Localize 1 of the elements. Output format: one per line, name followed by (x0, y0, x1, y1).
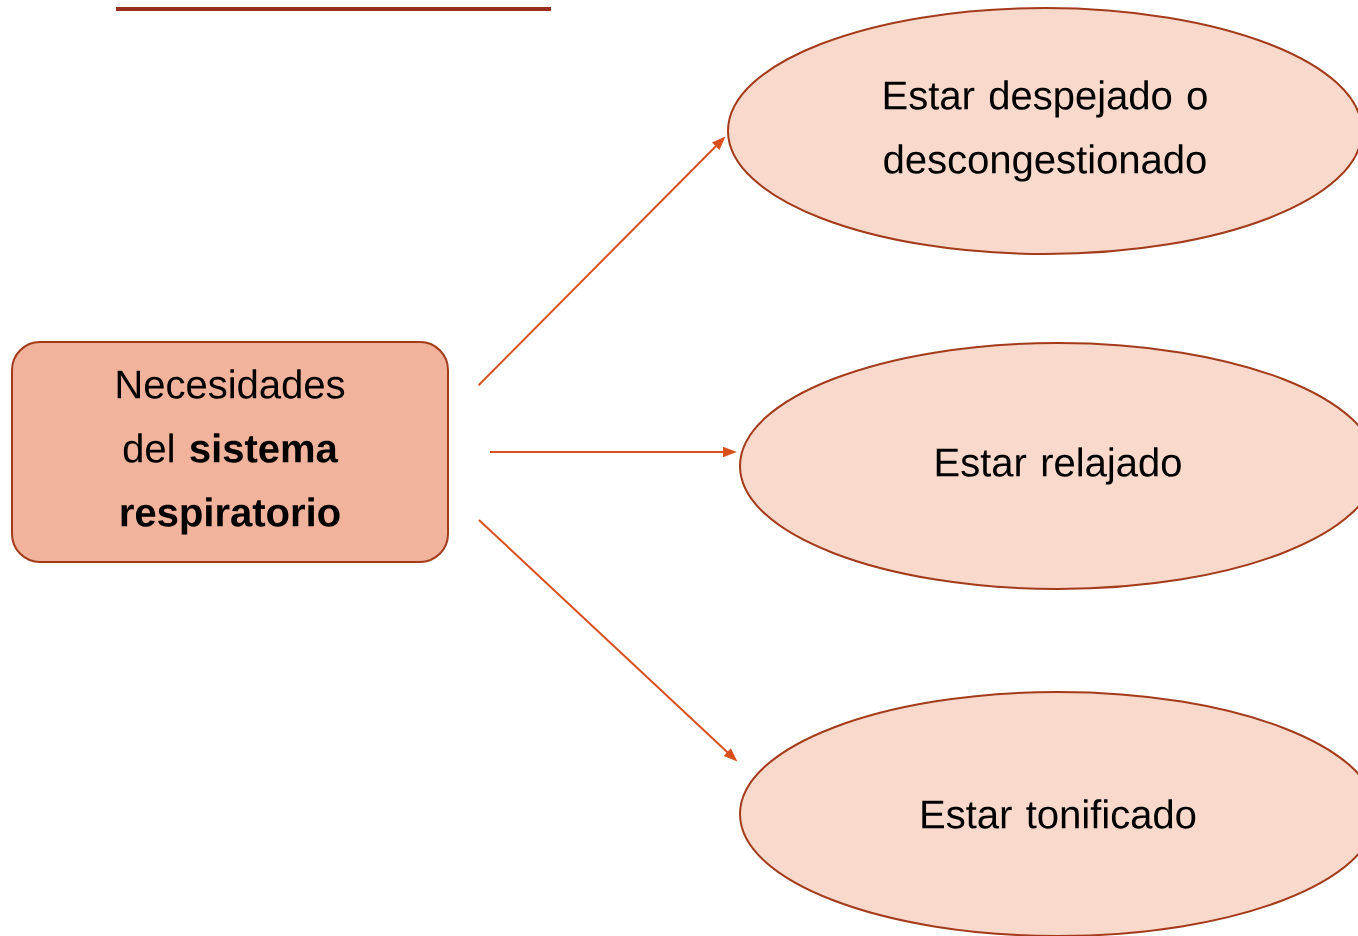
rounded-box: Necesidades del sistema respiratorio (11, 341, 449, 563)
